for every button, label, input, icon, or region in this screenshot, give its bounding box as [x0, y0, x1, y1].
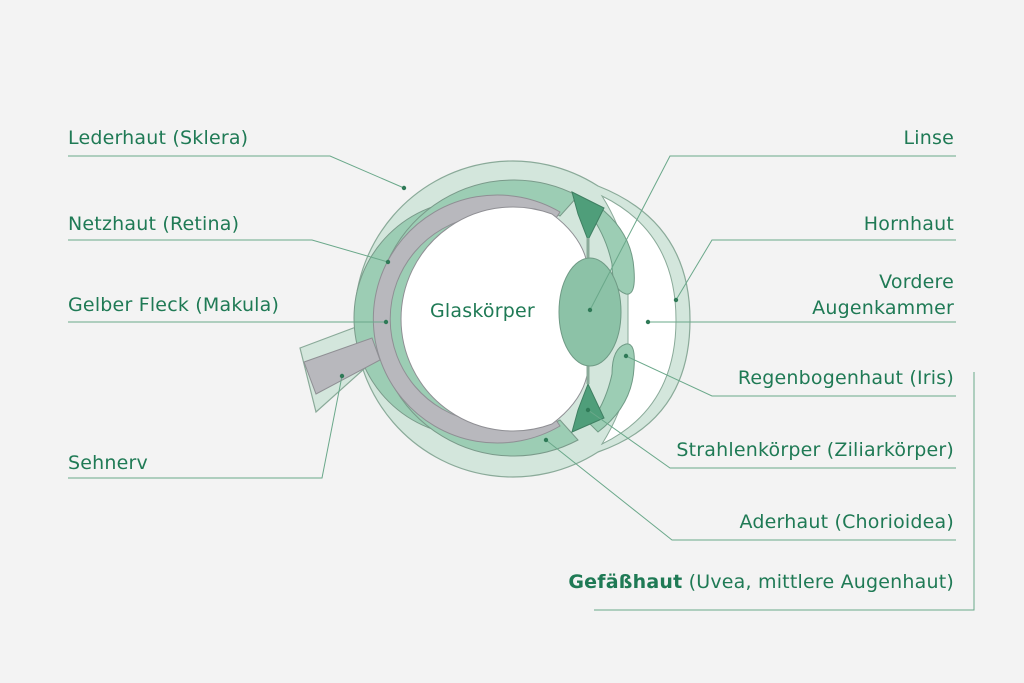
dot-sehnerv [339, 373, 345, 379]
iris-lower [589, 343, 635, 433]
optic-nerve [303, 337, 381, 395]
label-ziliar: Strahlenkörper (Ziliarkörper) [676, 439, 954, 461]
dot-vordere [645, 319, 651, 325]
leader-linse [589, 155, 956, 311]
label-glaskoerper: Glaskörper [430, 300, 535, 322]
dot-retina [385, 259, 391, 265]
dot-hornhaut [673, 297, 679, 303]
leader-aderhaut [545, 439, 956, 541]
leader-lines [68, 155, 975, 611]
label-iris: Regenbogenhaut (Iris) [737, 367, 954, 389]
dot-ziliar [585, 407, 591, 413]
dot-aderhaut [543, 437, 549, 443]
label-aderhaut: Aderhaut (Chorioidea) [739, 511, 954, 533]
label-uvea: Gefäßhaut (Uvea, mittlere Augenhaut) [568, 569, 954, 595]
label-vordere-1: Vordere [879, 271, 954, 293]
leader-hornhaut [675, 239, 956, 301]
leader-sehnerv [68, 375, 343, 479]
dot-iris [623, 353, 629, 359]
label-sklera: Lederhaut (Sklera) [68, 127, 249, 149]
leader-uvea-bracket [594, 372, 975, 611]
leader-dots [339, 185, 679, 443]
iris-upper [589, 205, 635, 295]
leader-iris [625, 355, 956, 397]
leader-retina [68, 239, 389, 263]
label-retina: Netzhaut (Retina) [68, 213, 240, 235]
leader-ziliar [587, 409, 956, 469]
leader-sklera [68, 155, 405, 189]
label-hornhaut: Hornhaut [863, 213, 954, 235]
dot-makula [383, 319, 389, 325]
label-vordere-2: Augenkammer [812, 297, 954, 319]
label-sehnerv: Sehnerv [68, 452, 148, 474]
label-makula: Gelber Fleck (Makula) [68, 294, 280, 316]
label-uvea-bold: Gefäßhaut [568, 571, 683, 593]
dot-linse [587, 307, 593, 313]
dot-sklera [401, 185, 407, 191]
label-uvea-rest: (Uvea, mittlere Augenhaut) [682, 571, 954, 593]
label-linse: Linse [903, 127, 954, 149]
